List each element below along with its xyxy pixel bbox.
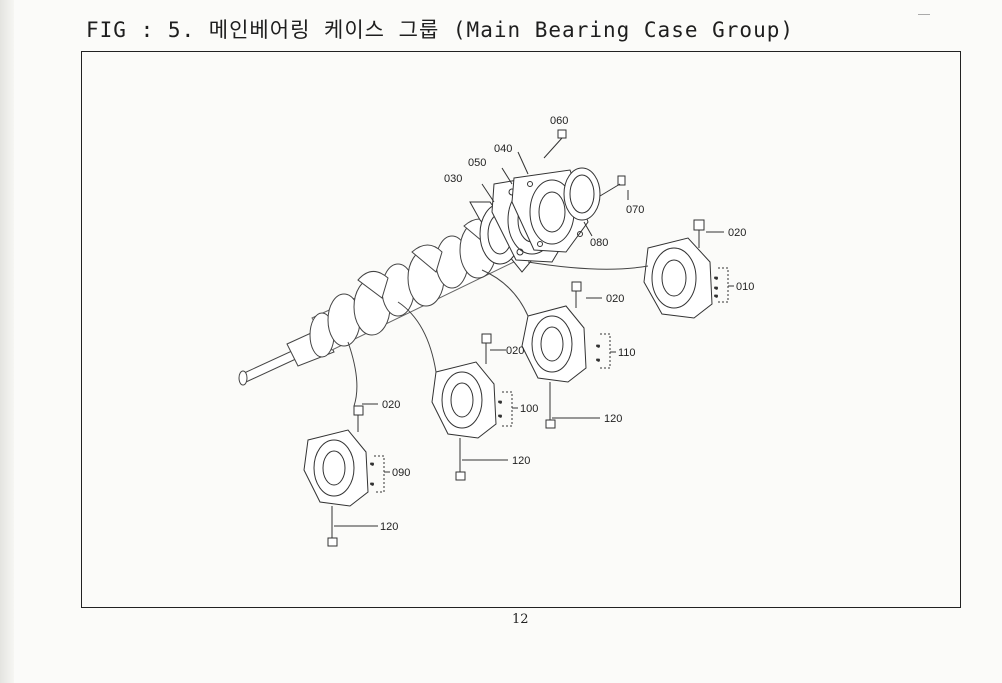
callout-080: 080 bbox=[590, 237, 608, 249]
callout-100: 100 bbox=[520, 403, 538, 415]
callout-020-case100: 020 bbox=[506, 345, 524, 357]
callout-020-case110: 020 bbox=[606, 293, 624, 305]
bracket-110 bbox=[596, 333, 616, 369]
callout-020-front: 020 bbox=[382, 399, 400, 411]
bearing-case-090 bbox=[303, 405, 369, 547]
callout-010: 010 bbox=[736, 281, 754, 293]
bracket-090 bbox=[370, 455, 390, 493]
bearing-case-110 bbox=[521, 281, 587, 429]
bearing-case-100 bbox=[431, 333, 497, 481]
callout-070: 070 bbox=[626, 204, 644, 216]
page-number: 12 bbox=[512, 612, 529, 627]
scan-edge bbox=[0, 0, 14, 683]
bolt-060 bbox=[543, 129, 567, 159]
callout-020-rear: 020 bbox=[728, 227, 746, 239]
diagram-frame: 060 040 050 030 070 080 020 010 020 110 … bbox=[81, 51, 961, 608]
callout-120-case100: 120 bbox=[512, 455, 530, 467]
scan-mark bbox=[918, 14, 930, 15]
callout-060: 060 bbox=[550, 115, 568, 127]
bracket-010 bbox=[714, 267, 734, 303]
callout-050: 050 bbox=[468, 157, 486, 169]
callout-030: 030 bbox=[444, 173, 462, 185]
bearing-case-010 bbox=[643, 219, 713, 319]
callout-120-case110: 120 bbox=[604, 413, 622, 425]
callout-090: 090 bbox=[392, 467, 410, 479]
figure-title: FIG : 5. 메인베어링 케이스 그룹 (Main Bearing Case… bbox=[86, 18, 794, 42]
bolt-070 bbox=[599, 175, 626, 197]
callout-120-case090: 120 bbox=[380, 521, 398, 533]
callout-040: 040 bbox=[494, 143, 512, 155]
oil-seal-080 bbox=[563, 167, 601, 221]
callout-110: 110 bbox=[618, 347, 636, 359]
parts-diagram: 060 040 050 030 070 080 020 010 020 110 … bbox=[238, 115, 754, 547]
bracket-100 bbox=[498, 391, 518, 427]
